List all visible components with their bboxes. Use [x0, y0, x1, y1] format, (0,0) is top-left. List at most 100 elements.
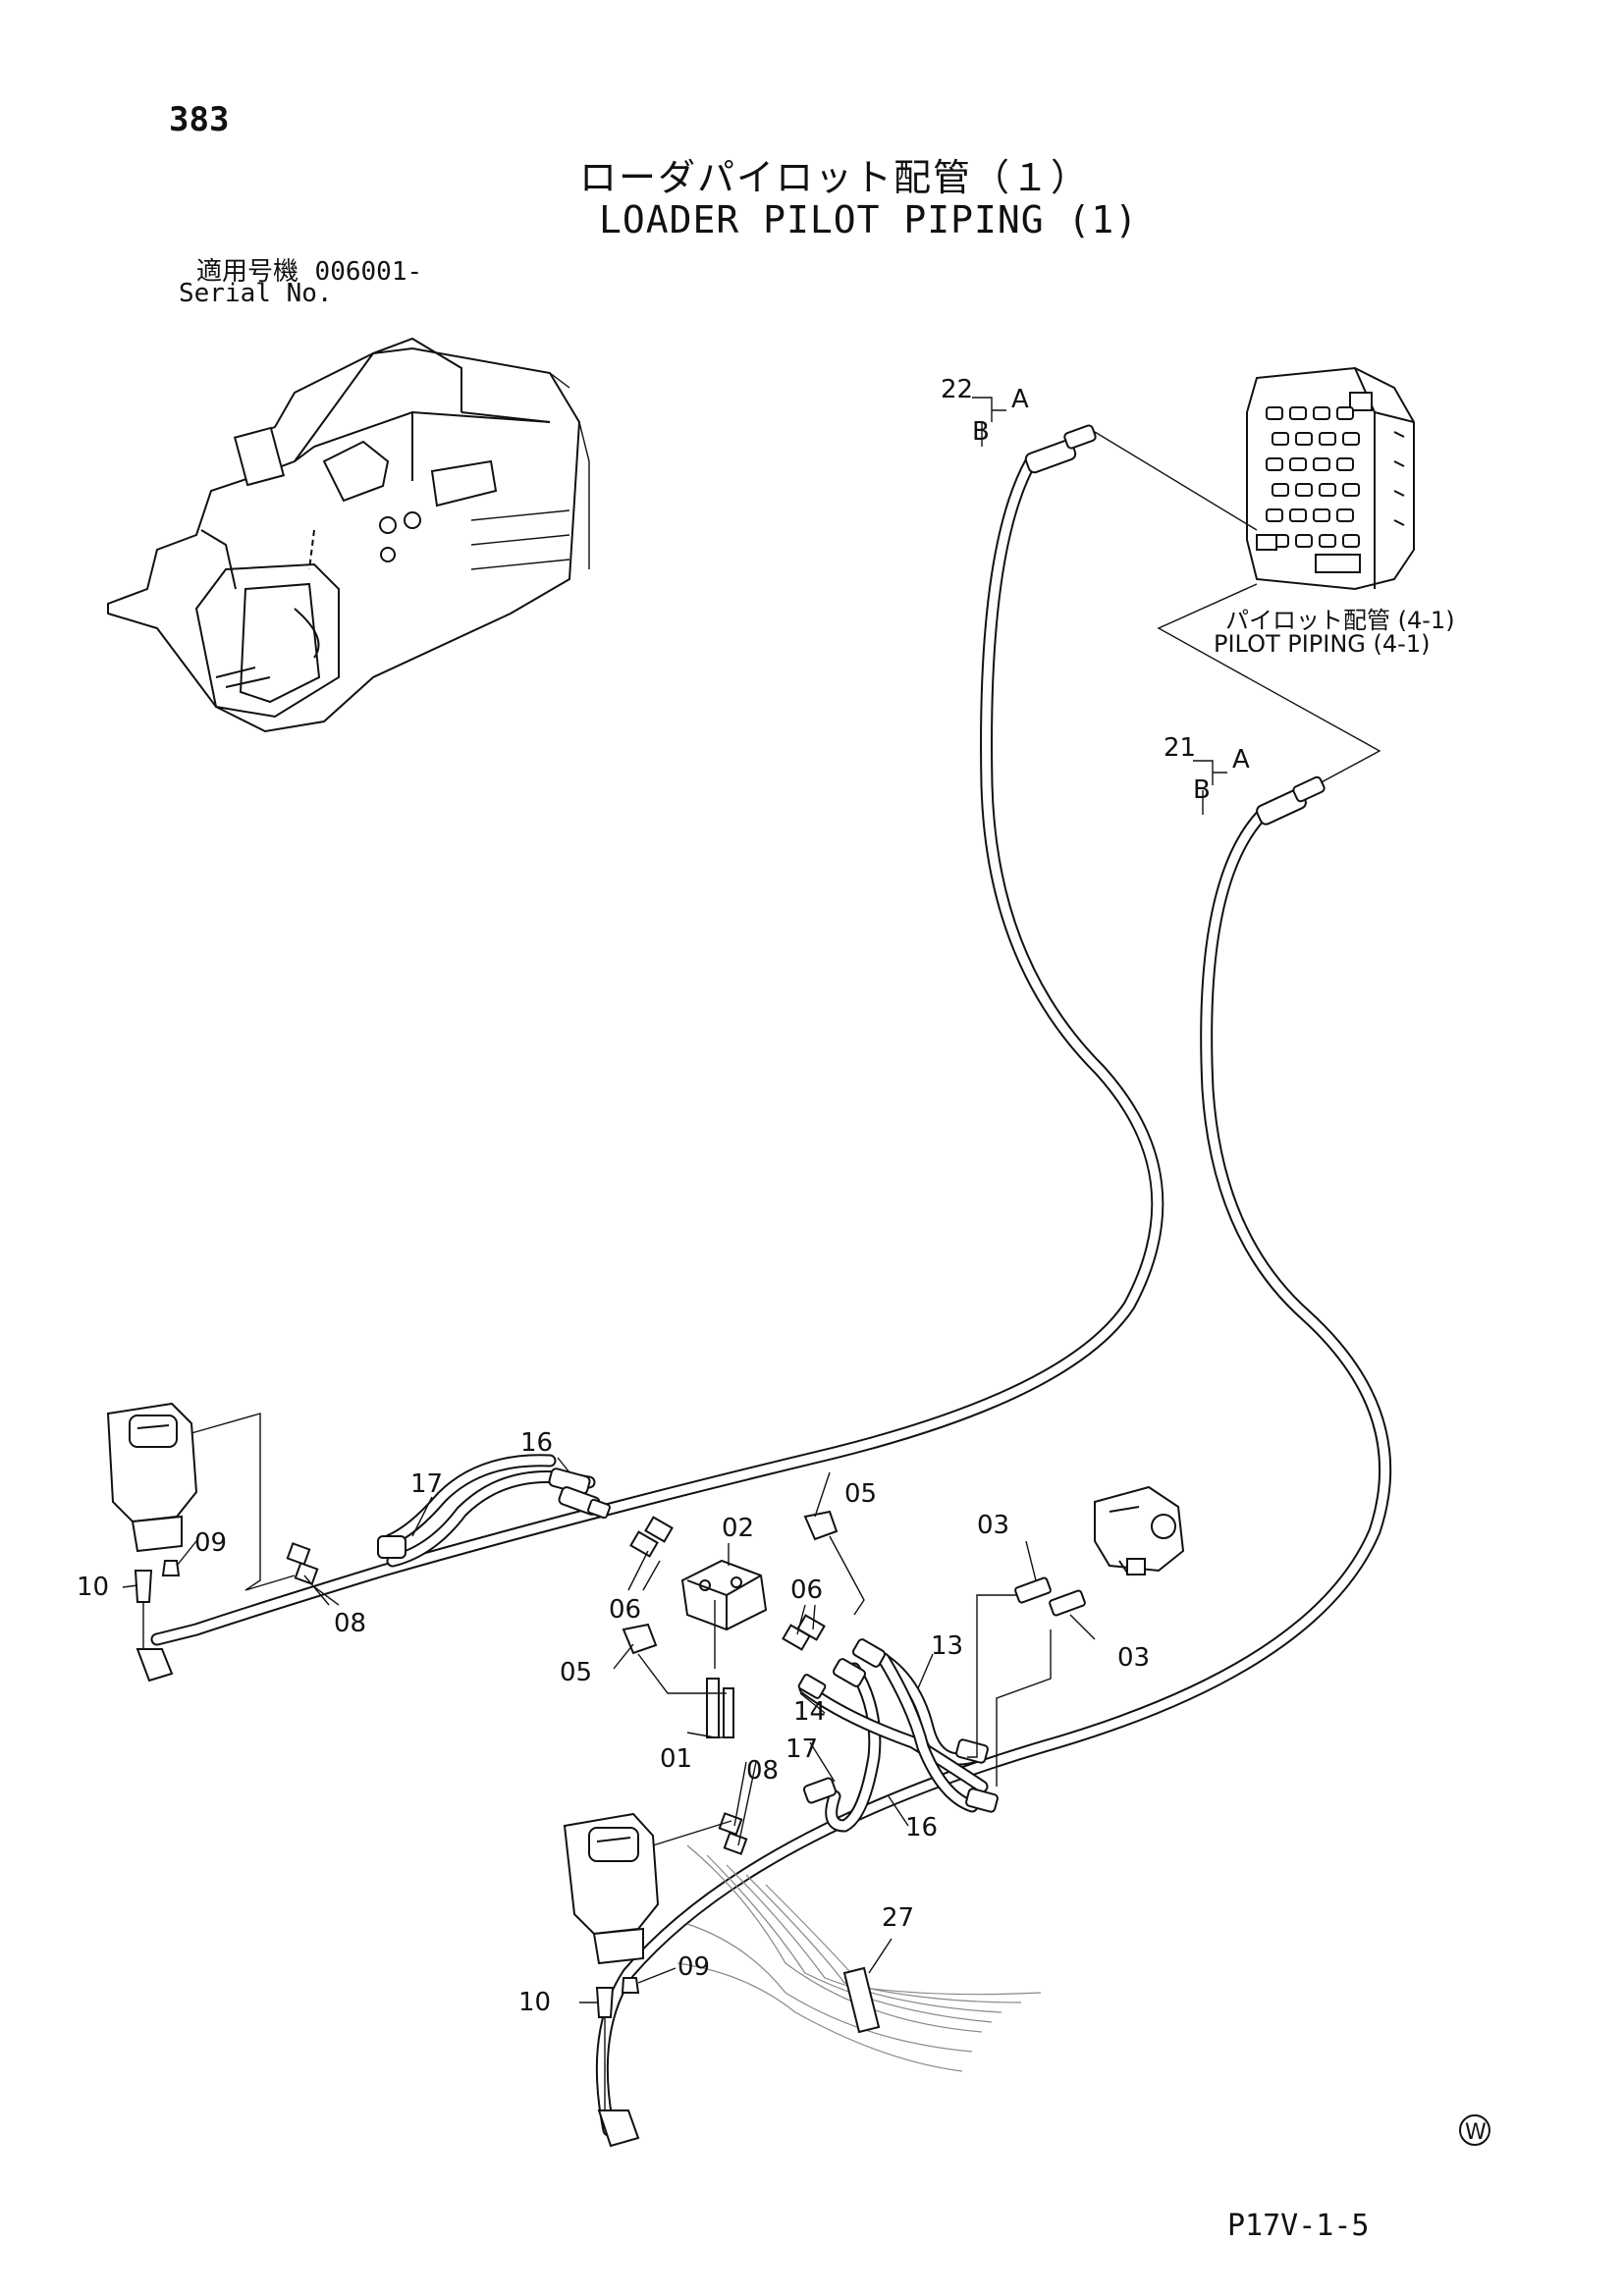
fitting-09-lower: [621, 1977, 640, 1994]
hose-lower-fitting-2: [851, 1638, 887, 1668]
page-number: 383: [169, 100, 230, 139]
control-valve-port: [1319, 483, 1336, 497]
page-title: LOADER PILOT PIPING (1): [599, 198, 1139, 241]
serial-number-label-japanese: 適用号機 006001-: [196, 251, 422, 288]
callout-06-upper: 06: [609, 1595, 641, 1625]
fittings-06-upper: [629, 1516, 674, 1558]
hose-13-fitting-end: [955, 1738, 989, 1764]
pilot-piping-reference-japanese: パイロット配管 (4-1): [1225, 607, 1455, 634]
control-valve-port: [1295, 534, 1313, 548]
serial-number-value: 006001-: [314, 257, 423, 287]
hose-17-fitting-end: [965, 1788, 999, 1813]
fittings-06-lower: [782, 1614, 826, 1651]
pilot-valve-upper: [106, 1402, 198, 1553]
callout-22: 22: [941, 375, 973, 404]
fittings-08-upper: [286, 1542, 319, 1585]
hose-17-lower-fitting: [802, 1777, 838, 1804]
hose-21: [595, 808, 1392, 2137]
hose-14-fitting: [797, 1674, 827, 1699]
control-valve-port-fittings: [1266, 406, 1360, 548]
callout-17-lower: 17: [785, 1735, 818, 1764]
fitting-upper-3: [587, 1498, 611, 1520]
hose-16-lower: [825, 1662, 882, 1833]
callout-labels: 22 A B 21 A B 16 17 02 05 03 03 06 06 08…: [77, 375, 1250, 2017]
control-valve-port: [1313, 406, 1330, 420]
callout-10-upper: 10: [77, 1573, 109, 1602]
connector-tag-b-22: B: [972, 417, 990, 447]
hose-14: [798, 1682, 989, 1793]
callout-05-lower: 05: [560, 1658, 592, 1687]
bolt-01-b: [723, 1687, 734, 1738]
control-valve-port: [1336, 508, 1354, 522]
hose-22: [150, 454, 1164, 1646]
callout-09-lower: 09: [677, 1952, 710, 1982]
callout-08-upper: 08: [334, 1609, 366, 1638]
serial-label-ja: 適用号機: [196, 257, 299, 287]
control-valve-port: [1336, 406, 1354, 420]
junction-block-02: [680, 1559, 768, 1631]
leader-hose-22-to-valve: [1094, 431, 1258, 531]
control-valve-port: [1295, 483, 1313, 497]
control-valve-port: [1342, 483, 1360, 497]
callout-13: 13: [931, 1631, 963, 1661]
bolt-01-a: [706, 1678, 720, 1738]
callout-03-upper: 03: [977, 1511, 1009, 1540]
control-valve-port: [1266, 457, 1283, 471]
callout-03-lower: 03: [1117, 1643, 1150, 1673]
callout-09-upper: 09: [194, 1528, 227, 1558]
control-valve-port: [1266, 508, 1283, 522]
callout-01: 01: [660, 1744, 692, 1774]
control-valve-port: [1313, 508, 1330, 522]
page-code: P17V-1-5: [1227, 2209, 1370, 2243]
callout-06-lower: 06: [790, 1575, 823, 1605]
control-valve-port: [1295, 432, 1313, 446]
shuttle-valve-lines: [967, 1594, 1052, 1787]
control-valve-port: [1342, 534, 1360, 548]
control-valve-port: [1289, 508, 1307, 522]
callout-05-upper: 05: [844, 1479, 877, 1509]
fitting-09-upper: [161, 1560, 181, 1576]
lower-valve-to-08: [652, 1820, 732, 1846]
hose-21-fitting-a: [1292, 775, 1326, 803]
circled-w-mark: W: [1459, 2114, 1490, 2146]
callout-10-lower: 10: [518, 1988, 551, 2017]
hose-17-lower: [877, 1652, 979, 1813]
excavator-overview-illustration: [107, 337, 590, 733]
callout-02: 02: [722, 1514, 754, 1543]
fitting-10-lower: [595, 1987, 615, 2018]
hose-17-fitting-upper: [377, 1535, 406, 1559]
callout-16-upper: 16: [520, 1428, 553, 1458]
control-valve-illustration: [1246, 366, 1415, 591]
control-valve-port: [1272, 483, 1289, 497]
callout-08-lower: 08: [746, 1756, 779, 1786]
page-title-japanese: ローダパイロット配管（１）: [579, 156, 1091, 199]
upper-pilot-valve-line: [190, 1413, 261, 1591]
connector-tag-a-22: A: [1011, 385, 1029, 414]
control-valve-port: [1319, 534, 1336, 548]
control-valve-port: [1266, 406, 1283, 420]
fitting-10-upper: [134, 1570, 153, 1603]
fitting-03-b: [1049, 1589, 1086, 1617]
callout-14: 14: [793, 1697, 826, 1727]
connector-tag-b-21: B: [1193, 775, 1211, 805]
callout-16-lower: 16: [905, 1813, 938, 1842]
hose-22-fitting-a: [1063, 424, 1097, 450]
circled-w-letter: W: [1465, 2120, 1487, 2145]
serial-number-label: Serial No.: [179, 279, 333, 308]
callout-27: 27: [882, 1903, 914, 1933]
control-valve-port: [1289, 457, 1307, 471]
control-valve-port: [1336, 457, 1354, 471]
hose-17-upper: [381, 1454, 557, 1548]
elbow-05-lower: [622, 1623, 658, 1655]
callout-leader-lines: [122, 397, 1227, 2003]
elbow-upper: [135, 1648, 174, 1682]
control-valve-port: [1272, 432, 1289, 446]
callout-21: 21: [1164, 733, 1196, 763]
hose-lower-fitting-1: [832, 1658, 867, 1687]
elbow-lower: [597, 2109, 640, 2148]
pilot-piping-reference-bracket: [1157, 583, 1381, 786]
control-valve-port: [1289, 406, 1307, 420]
connector-tag-a-21: A: [1232, 745, 1250, 774]
pilot-valve-lower: [563, 1812, 660, 1965]
